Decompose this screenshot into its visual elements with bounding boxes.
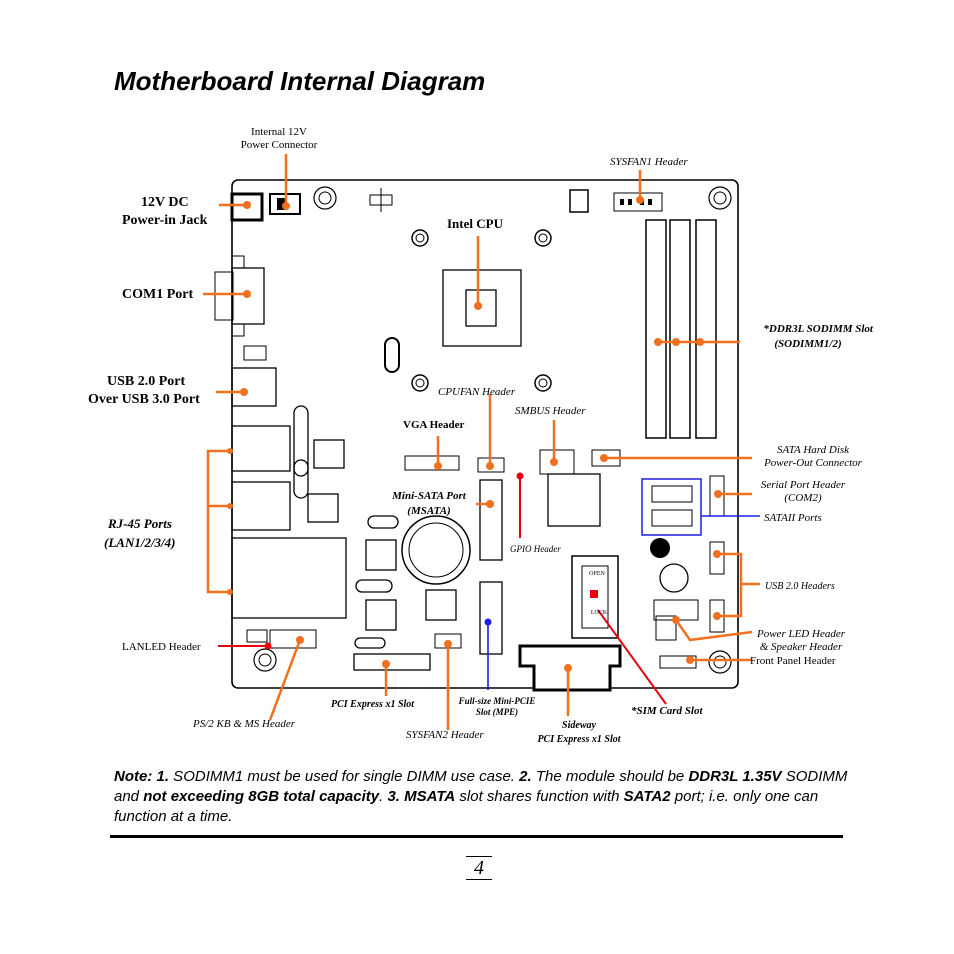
label-mpe-1: Full-size Mini-PCIE xyxy=(458,696,536,706)
label-cpufan: CPUFAN Header xyxy=(438,386,516,398)
lanled-header xyxy=(246,629,268,643)
label-serial-1: Serial Port Header xyxy=(761,479,846,491)
label-sysfan1: SYSFAN1 Header xyxy=(610,156,688,168)
label-sim: *SIM Card Slot xyxy=(631,705,703,717)
label-intel-cpu: Intel CPU xyxy=(447,216,504,231)
battery xyxy=(401,515,471,585)
label-front-panel: Front Panel Header xyxy=(750,655,836,667)
sim-slot xyxy=(571,555,619,639)
label-sideway-1: Sideway xyxy=(562,720,596,731)
usb20-port xyxy=(231,367,277,407)
cpu-package xyxy=(442,269,522,347)
label-sideway-2: PCI Express x1 Slot xyxy=(537,734,621,745)
ps2-header xyxy=(269,629,317,649)
label-smbus: SMBUS Header xyxy=(515,405,586,417)
label-sataii: SATAII Ports xyxy=(764,512,822,524)
label-power-led-2: & Speaker Header xyxy=(760,641,843,653)
label-usb20-1: USB 2.0 Port xyxy=(107,374,186,389)
label-msata-2: (MSATA) xyxy=(407,505,450,517)
chips xyxy=(307,439,601,649)
label-rj45-2: (LAN1/2/3/4) xyxy=(104,535,176,550)
note-text: Note: 1. SODIMM1 must be used for single… xyxy=(114,768,848,825)
orange-dots xyxy=(227,196,722,672)
sodimm-slots xyxy=(645,219,717,439)
page-title: Motherboard Internal Diagram xyxy=(114,66,486,96)
rj45-ports xyxy=(231,405,347,619)
label-power-led-1: Power LED Header xyxy=(756,628,846,640)
cpu-die xyxy=(465,289,497,327)
label-internal-12v-2: Power Connector xyxy=(241,139,318,151)
label-msata-1: Mini-SATA Port xyxy=(391,490,467,502)
mpe-slot xyxy=(479,581,503,655)
label-ps2: PS/2 KB & MS Header xyxy=(192,718,296,730)
label-sodimm-2: (SODIMM1/2) xyxy=(774,338,841,350)
label-mpe-2: Slot (MPE) xyxy=(476,707,518,717)
label-usb-headers: USB 2.0 Headers xyxy=(765,581,835,592)
label-dc-jack-2: Power-in Jack xyxy=(122,213,208,228)
label-internal-12v-1: Internal 12V xyxy=(251,126,307,138)
label-serial-2: (COM2) xyxy=(784,492,822,504)
label-dc-jack-1: 12V DC xyxy=(141,195,189,210)
page-number: 4 xyxy=(466,856,492,880)
label-pcie-x1: PCI Express x1 Slot xyxy=(331,699,415,710)
label-com1: COM1 Port xyxy=(122,287,193,302)
label-sim-lock: LOCK xyxy=(591,610,608,616)
label-sata-power-1: SATA Hard Disk xyxy=(777,444,850,456)
red-callouts xyxy=(218,476,667,705)
label-sata-power-2: Power-Out Connector xyxy=(763,457,863,469)
msata-slot xyxy=(479,479,503,561)
vga-header xyxy=(404,455,460,471)
sataii-ports-box xyxy=(641,478,702,536)
label-sysfan2: SYSFAN2 Header xyxy=(406,729,484,741)
label-sim-open: OPEN xyxy=(589,571,605,577)
front-panel-header xyxy=(659,655,697,669)
label-gpio: GPIO Header xyxy=(510,544,561,554)
label-rj45-1: RJ-45 Ports xyxy=(107,516,172,531)
pcie-x1-slot xyxy=(353,653,431,671)
orange-callouts xyxy=(203,154,760,730)
label-sodimm-1: *DDR3L SODIMM Slot xyxy=(763,323,874,335)
label-lanled: LANLED Header xyxy=(122,641,201,653)
label-usb20-2: Over USB 3.0 Port xyxy=(88,392,200,407)
sysfan1-header xyxy=(613,192,663,212)
blue-callouts xyxy=(487,515,760,690)
com1-port xyxy=(231,267,265,325)
mounting-holes xyxy=(253,186,732,674)
smbus-header xyxy=(539,449,575,475)
label-vga: VGA Header xyxy=(403,419,465,431)
divider-rule xyxy=(110,835,843,838)
usb-header-1 xyxy=(709,541,725,575)
